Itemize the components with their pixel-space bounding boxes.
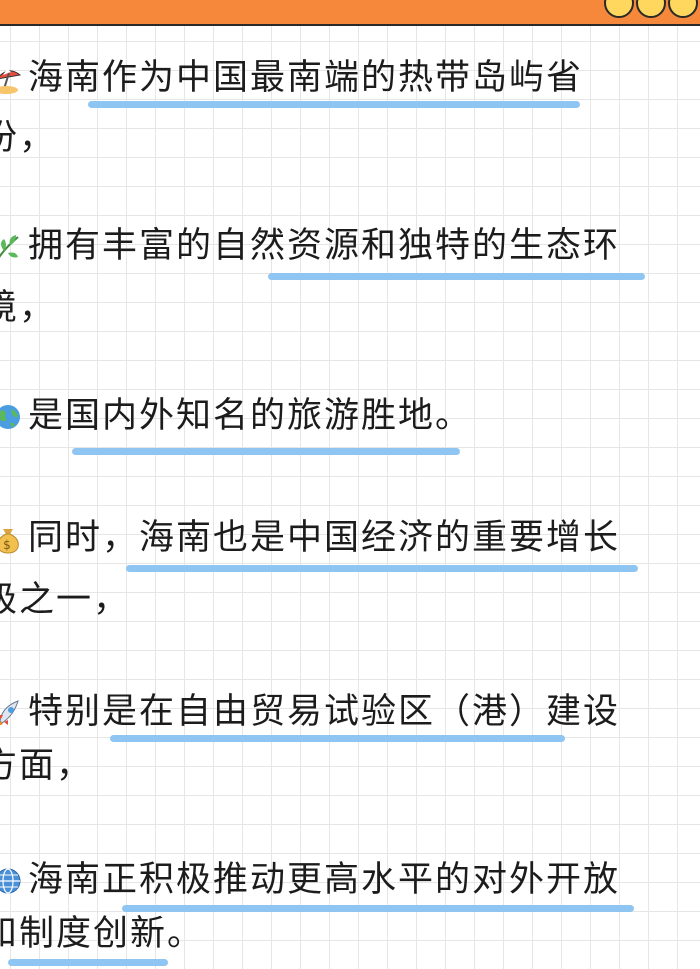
paragraph-text: 特别是在自由贸易试验区（港）建设 [28, 692, 621, 732]
paragraph-text: 份， [0, 118, 57, 158]
paragraph-text: 方面， [0, 746, 94, 786]
highlight-underline [268, 273, 645, 280]
svg-text:$: $ [3, 538, 13, 552]
paragraph-text: 是国内外知名的旅游胜地。 [28, 396, 473, 436]
paragraph-text: 同时，海南也是中国经济的重要增长 [28, 518, 621, 558]
highlight-underline [110, 735, 565, 742]
beach-umbrella-icon [0, 63, 22, 95]
paragraph-line: 和制度创新。 [0, 910, 204, 958]
globe-earth-icon [0, 401, 22, 433]
paragraph-line: 方面， [0, 742, 93, 790]
globe-meridians-icon [0, 865, 22, 897]
highlight-underline [88, 101, 580, 108]
header-bar [0, 0, 700, 26]
paragraph-text: 海南作为中国最南端的热带岛屿省 [28, 58, 584, 98]
highlight-underline [122, 905, 634, 912]
header-dot [636, 0, 666, 18]
paragraph-text: 海南正积极推动更高水平的对外开放 [28, 860, 621, 900]
paragraph-line: 拥有丰富的自然资源和独特的生态环 [0, 222, 620, 270]
paragraph-text: 境， [0, 288, 57, 328]
money-bag-icon: $ [0, 523, 22, 555]
paragraph-text: 和制度创新。 [0, 914, 205, 954]
paragraph-text: 拥有丰富的自然资源和独特的生态环 [28, 226, 621, 266]
paragraph-line: 是国内外知名的旅游胜地。 [0, 392, 472, 440]
paragraph-line: $ 同时，海南也是中国经济的重要增长 [0, 514, 620, 562]
paragraph-line: 特别是在自由贸易试验区（港）建设 [0, 688, 620, 736]
header-dot [668, 0, 698, 18]
rocket-icon [0, 697, 22, 729]
highlight-underline [126, 565, 638, 572]
paragraph-text: 极之一， [0, 580, 131, 620]
paragraph-line: 海南正积极推动更高水平的对外开放 [0, 856, 620, 904]
paragraph-line: 境， [0, 284, 56, 332]
paragraph-line: 海南作为中国最南端的热带岛屿省 [0, 54, 583, 102]
header-dot [604, 0, 634, 18]
herb-leaf-icon [0, 231, 22, 263]
highlight-underline [72, 448, 460, 455]
highlight-underline [8, 959, 168, 966]
paragraph-line: 份， [0, 114, 56, 162]
paragraph-line: 极之一， [0, 576, 130, 624]
